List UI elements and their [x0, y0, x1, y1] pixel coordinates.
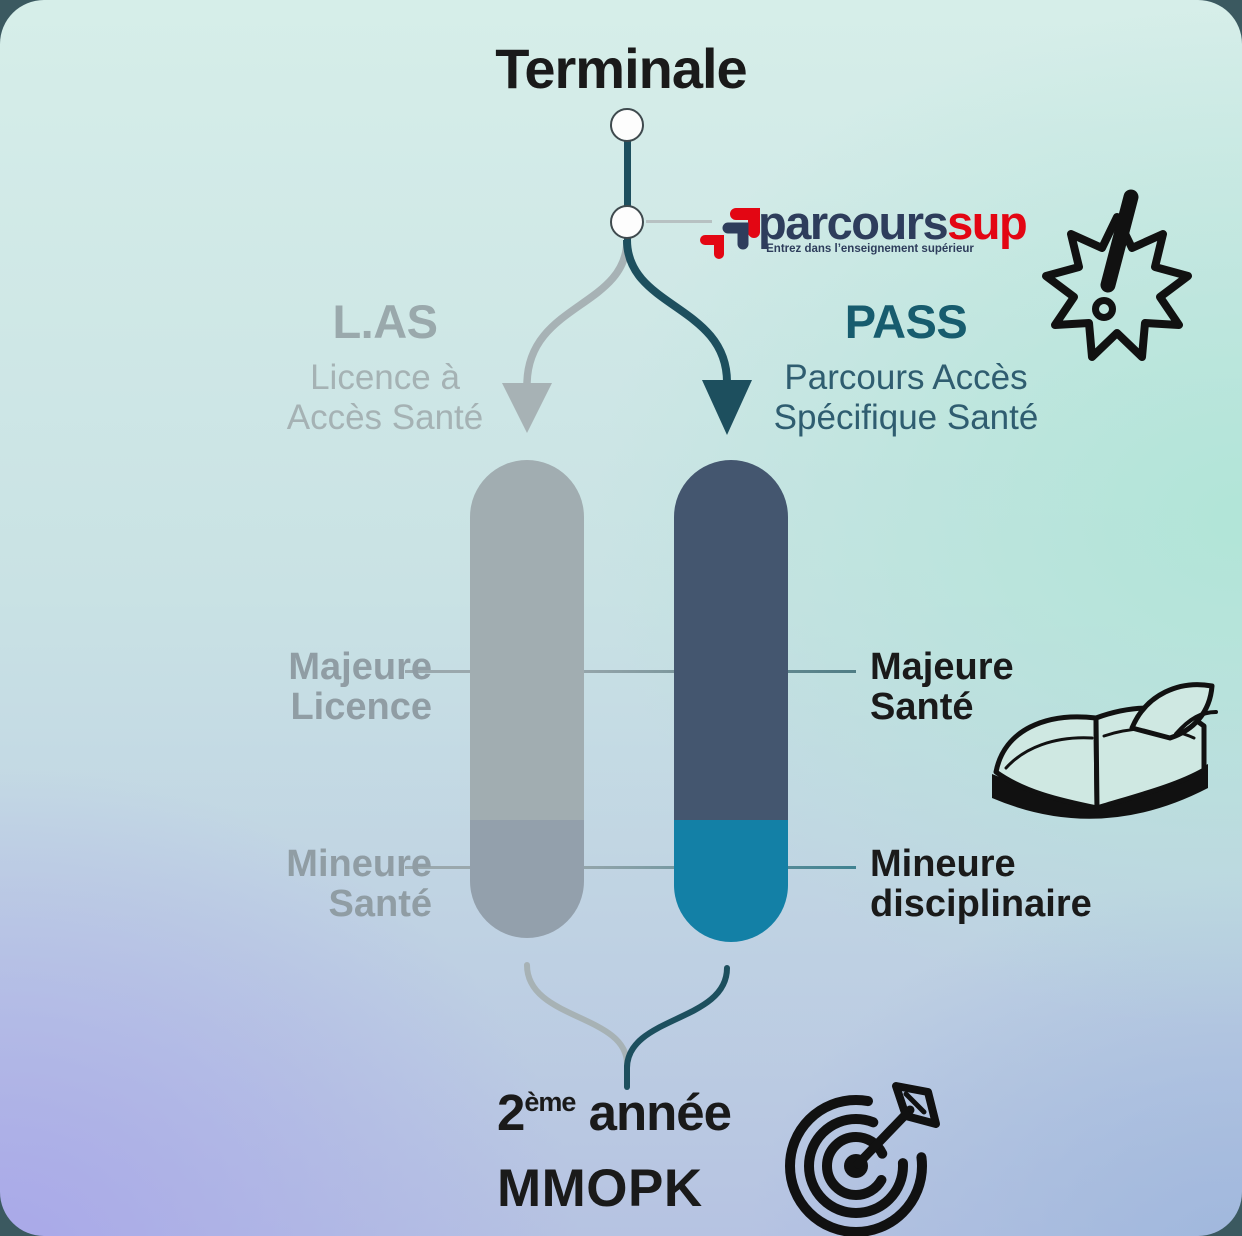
- label-mineure-disciplinaire: Mineure disciplinaire: [870, 843, 1092, 925]
- merge-curves: [524, 962, 730, 1090]
- las-capsule-majeure-segment: [470, 460, 584, 820]
- las-acronym: L.AS: [332, 295, 438, 348]
- exclamation-burst-icon: [1042, 189, 1192, 361]
- left-merge-curve: [524, 962, 630, 1067]
- parcoursup-wordmark-accent: sup: [947, 196, 1028, 249]
- majeure-connector-line: [405, 670, 856, 673]
- pass-subtitle: Parcours Accès Spécifique Santé: [773, 357, 1039, 437]
- parcoursup-mark-icon: [700, 208, 760, 259]
- left-branch-arrowhead: [502, 383, 552, 433]
- label-majeure-sante: Majeure Santé: [870, 646, 1014, 728]
- timeline-stem: [624, 128, 631, 240]
- timeline-node-parcoursup: [610, 205, 644, 239]
- right-branch-curve: [623, 239, 731, 383]
- outcome-year-line: 2ème année: [497, 1084, 732, 1141]
- las-subtitle: Licence à Accès Santé: [286, 357, 484, 437]
- label-mineure-sante: Mineure Santé: [286, 843, 432, 925]
- pass-acronym: PASS: [844, 295, 968, 348]
- pass-capsule-mineure-segment: [674, 820, 788, 942]
- las-capsule-mineure-segment: [470, 820, 584, 938]
- label-majeure-licence: Majeure Licence: [288, 646, 432, 728]
- page-title: Terminale: [495, 37, 747, 100]
- parcoursup-connector-line: [646, 220, 712, 223]
- branch-split-arrows: [502, 239, 752, 435]
- parcoursup-wordmark: parcourssup: [758, 196, 1028, 249]
- outcome-acronym: MMOPK: [497, 1159, 703, 1218]
- target-arrow-icon: [785, 1082, 940, 1236]
- pass-capsule: [674, 460, 788, 942]
- open-book-icon: [992, 682, 1218, 819]
- pass-capsule-majeure-segment: [674, 460, 788, 820]
- pass-heading-block: PASS Parcours Accès Spécifique Santé: [756, 296, 1056, 438]
- parcoursup-wordmark-primary: parcours: [758, 196, 949, 249]
- mineure-connector-line: [405, 866, 856, 869]
- right-merge-curve: [624, 965, 730, 1071]
- parcoursup-tagline: Entrez dans l’enseignement supérieur: [766, 243, 974, 255]
- left-branch-curve: [523, 239, 631, 386]
- timeline-node-terminale: [610, 108, 644, 142]
- right-branch-arrowhead: [702, 380, 752, 435]
- outcome-title: 2ème année MMOPK: [497, 1083, 732, 1219]
- las-heading-block: L.AS Licence à Accès Santé: [235, 296, 535, 438]
- las-capsule: [470, 460, 584, 938]
